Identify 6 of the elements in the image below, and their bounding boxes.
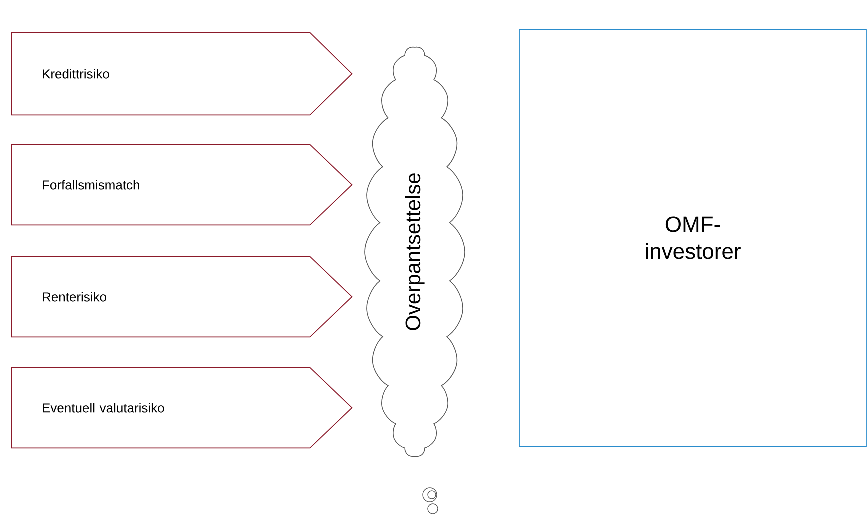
arrow-box: Eventuell valutarisiko [11,367,353,449]
text-box: OMF- investorer [519,29,867,447]
arrow-box: Forfallsmismatch [11,144,353,226]
arrow-box: Renterisiko [11,256,353,338]
cloud: Overpantsettelse [364,46,466,458]
arrow-box: Kredittrisiko [11,32,353,116]
